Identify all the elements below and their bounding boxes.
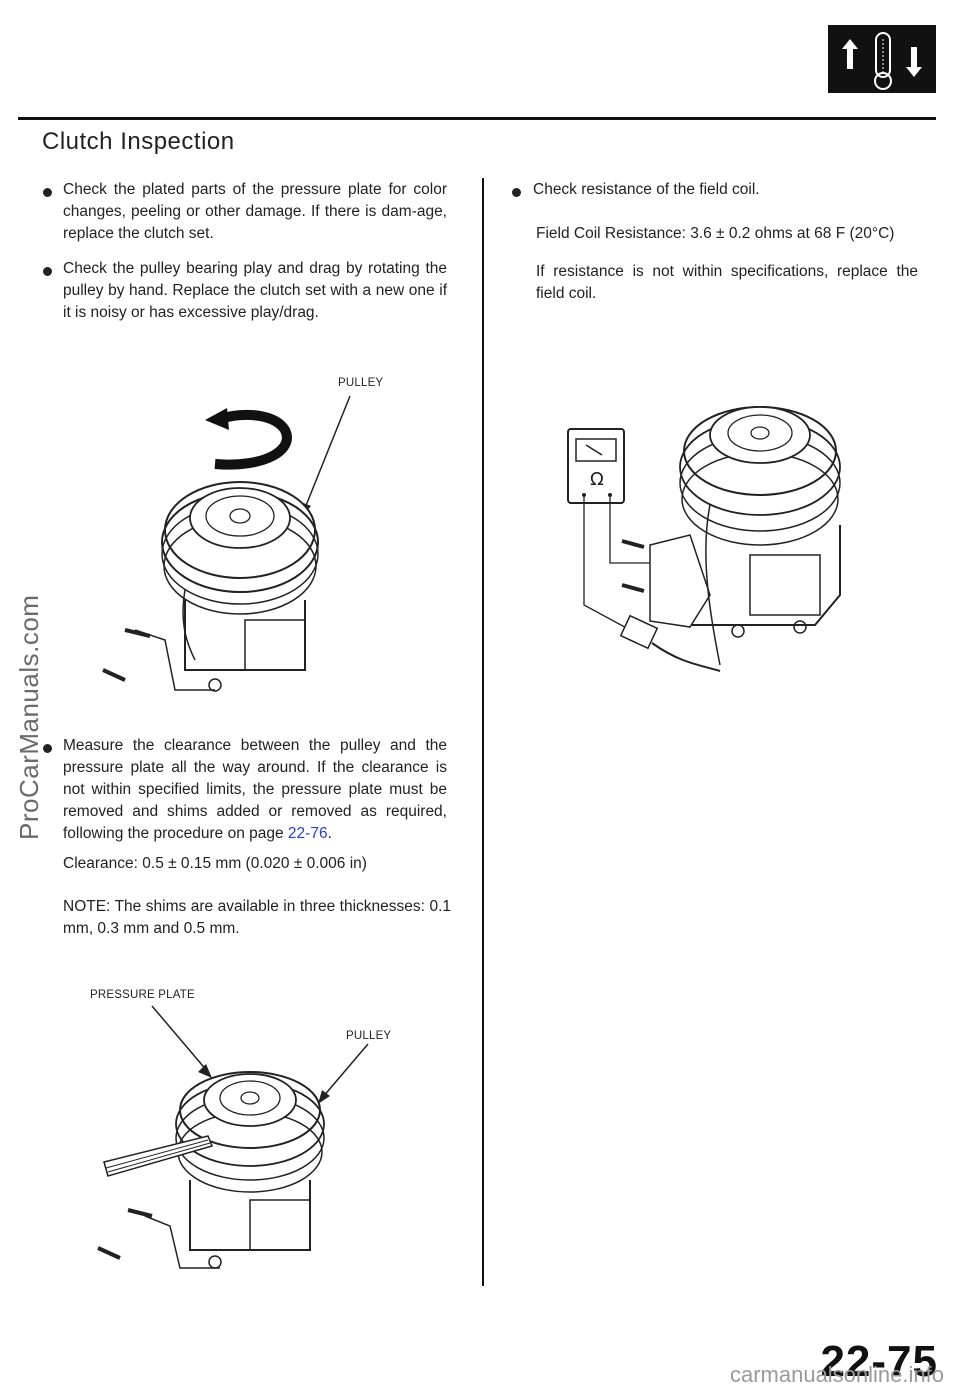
ohm-symbol: Ω — [590, 469, 604, 490]
section-title: Clutch Inspection — [42, 128, 235, 155]
fig3-label-pulley: PULLEY — [346, 1030, 392, 1042]
footer-watermark: carmanualsonline.info — [729, 1362, 944, 1387]
clearance-measure-period: . — [327, 825, 332, 842]
temperature-arrows-icon — [828, 25, 936, 93]
bullet-dot — [43, 744, 52, 753]
field-coil-spec: Field Coil Resistance: 3.6 ± 0.2 ohms at… — [536, 225, 895, 242]
figure-clearance-measure — [97, 1005, 369, 1269]
ohmmeter-icon — [567, 428, 625, 504]
fig1-label-pulley: PULLEY — [338, 377, 384, 389]
figure-field-coil-test: Ω — [567, 406, 841, 672]
fig3-label-pressure-plate: PRESSURE PLATE — [90, 989, 195, 1001]
shim-note: NOTE: The shims are available in three t… — [63, 898, 451, 937]
bullet-dot — [43, 188, 52, 197]
page-link-22-76[interactable]: 22-76 — [287, 825, 328, 842]
header-rule — [18, 117, 936, 120]
column-divider — [482, 178, 484, 1286]
figure-pulley-rotation — [102, 395, 351, 692]
thermometer-graphic — [842, 32, 922, 90]
clearance-spec: Clearance: 0.5 ± 0.15 mm (0.020 ± 0.006 … — [63, 855, 367, 872]
pulley-bearing-check-text: Check the pulley bearing play and drag b… — [63, 260, 447, 321]
bullet-dot — [512, 188, 521, 197]
pressure-plate-check-text: Check the plated parts of the pressure p… — [63, 181, 447, 242]
page-number: 22-75 — [820, 1337, 938, 1386]
clearance-measure-text: Measure the clearance between the pulley… — [63, 735, 447, 845]
field-coil-check-text: Check resistance of the field coil. — [533, 181, 760, 198]
field-coil-advice: If resistance is not within specificatio… — [536, 263, 918, 302]
clearance-measure-body: Measure the clearance between the pulley… — [63, 737, 447, 842]
bullet-dot — [43, 267, 52, 276]
side-watermark: ProCarManuals.com — [14, 594, 44, 840]
